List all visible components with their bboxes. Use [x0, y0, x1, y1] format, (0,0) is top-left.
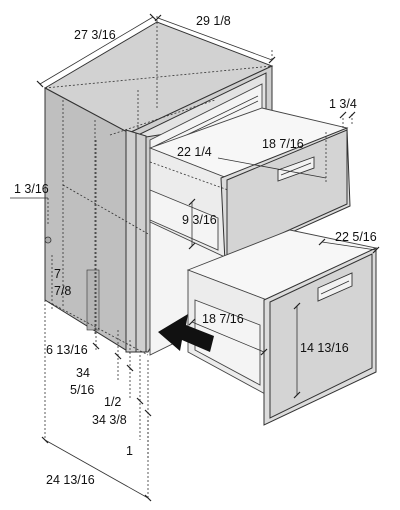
dim-left-c: 5/16	[70, 383, 94, 397]
dim-left-a: 6 13/16	[46, 343, 88, 357]
dim-total-width: 29 1/8	[196, 14, 231, 28]
dim-total-height: 24 13/16	[46, 473, 95, 487]
dim-drawer-height-bottom: 14 13/16	[300, 341, 349, 355]
dim-drawer-width-top: 18 7/16	[262, 137, 304, 151]
dim-drawer-height-top: 9 3/16	[182, 213, 217, 227]
dim-left-f: 1	[126, 444, 133, 458]
dim-side-offset: 1 3/16	[14, 182, 49, 196]
dim-left-b: 34	[76, 366, 90, 380]
insertion-arrow-icon	[158, 314, 214, 352]
dimension-lines	[10, 13, 380, 502]
dim-drawer-width-bottom: 18 7/16	[202, 312, 244, 326]
top-drawer	[148, 107, 351, 263]
dim-left-d: 1/2	[104, 395, 121, 409]
dim-left-e: 34 3/8	[92, 413, 127, 427]
dim-drawer-depth-bottom: 22 5/16	[335, 230, 377, 244]
dim-inner-depth-top: 22 1/4	[177, 145, 212, 159]
bottom-drawer	[186, 229, 378, 426]
hidden-edges	[44, 22, 273, 356]
dim-front-depth: 1 3/4	[329, 97, 357, 111]
dim-side-height-b: 7/8	[54, 284, 71, 298]
dim-total-depth: 27 3/16	[74, 28, 116, 42]
dim-side-height-a: 7	[54, 267, 61, 281]
